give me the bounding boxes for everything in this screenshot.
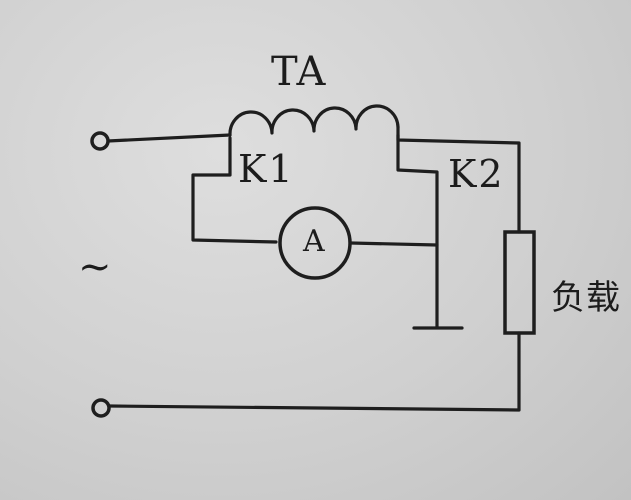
transformer-coil [228, 104, 400, 137]
top-input-terminal [90, 131, 110, 151]
terminal-k2-label: K2 [448, 152, 505, 196]
return-wire [108, 331, 521, 412]
ammeter-to-k2-wire [349, 241, 439, 247]
k1-secondary-wire [191, 136, 278, 244]
top-line-wire [106, 133, 232, 143]
transformer-label: TA [271, 49, 327, 95]
load-label: 负载 [551, 278, 621, 318]
ammeter-label: A [303, 224, 325, 259]
bottom-input-terminal [91, 398, 111, 418]
ac-source-symbol: ~ [78, 244, 113, 290]
k2-secondary-wire [396, 133, 439, 329]
terminal-k1-label: K1 [238, 147, 295, 191]
load-resistor [503, 230, 536, 335]
